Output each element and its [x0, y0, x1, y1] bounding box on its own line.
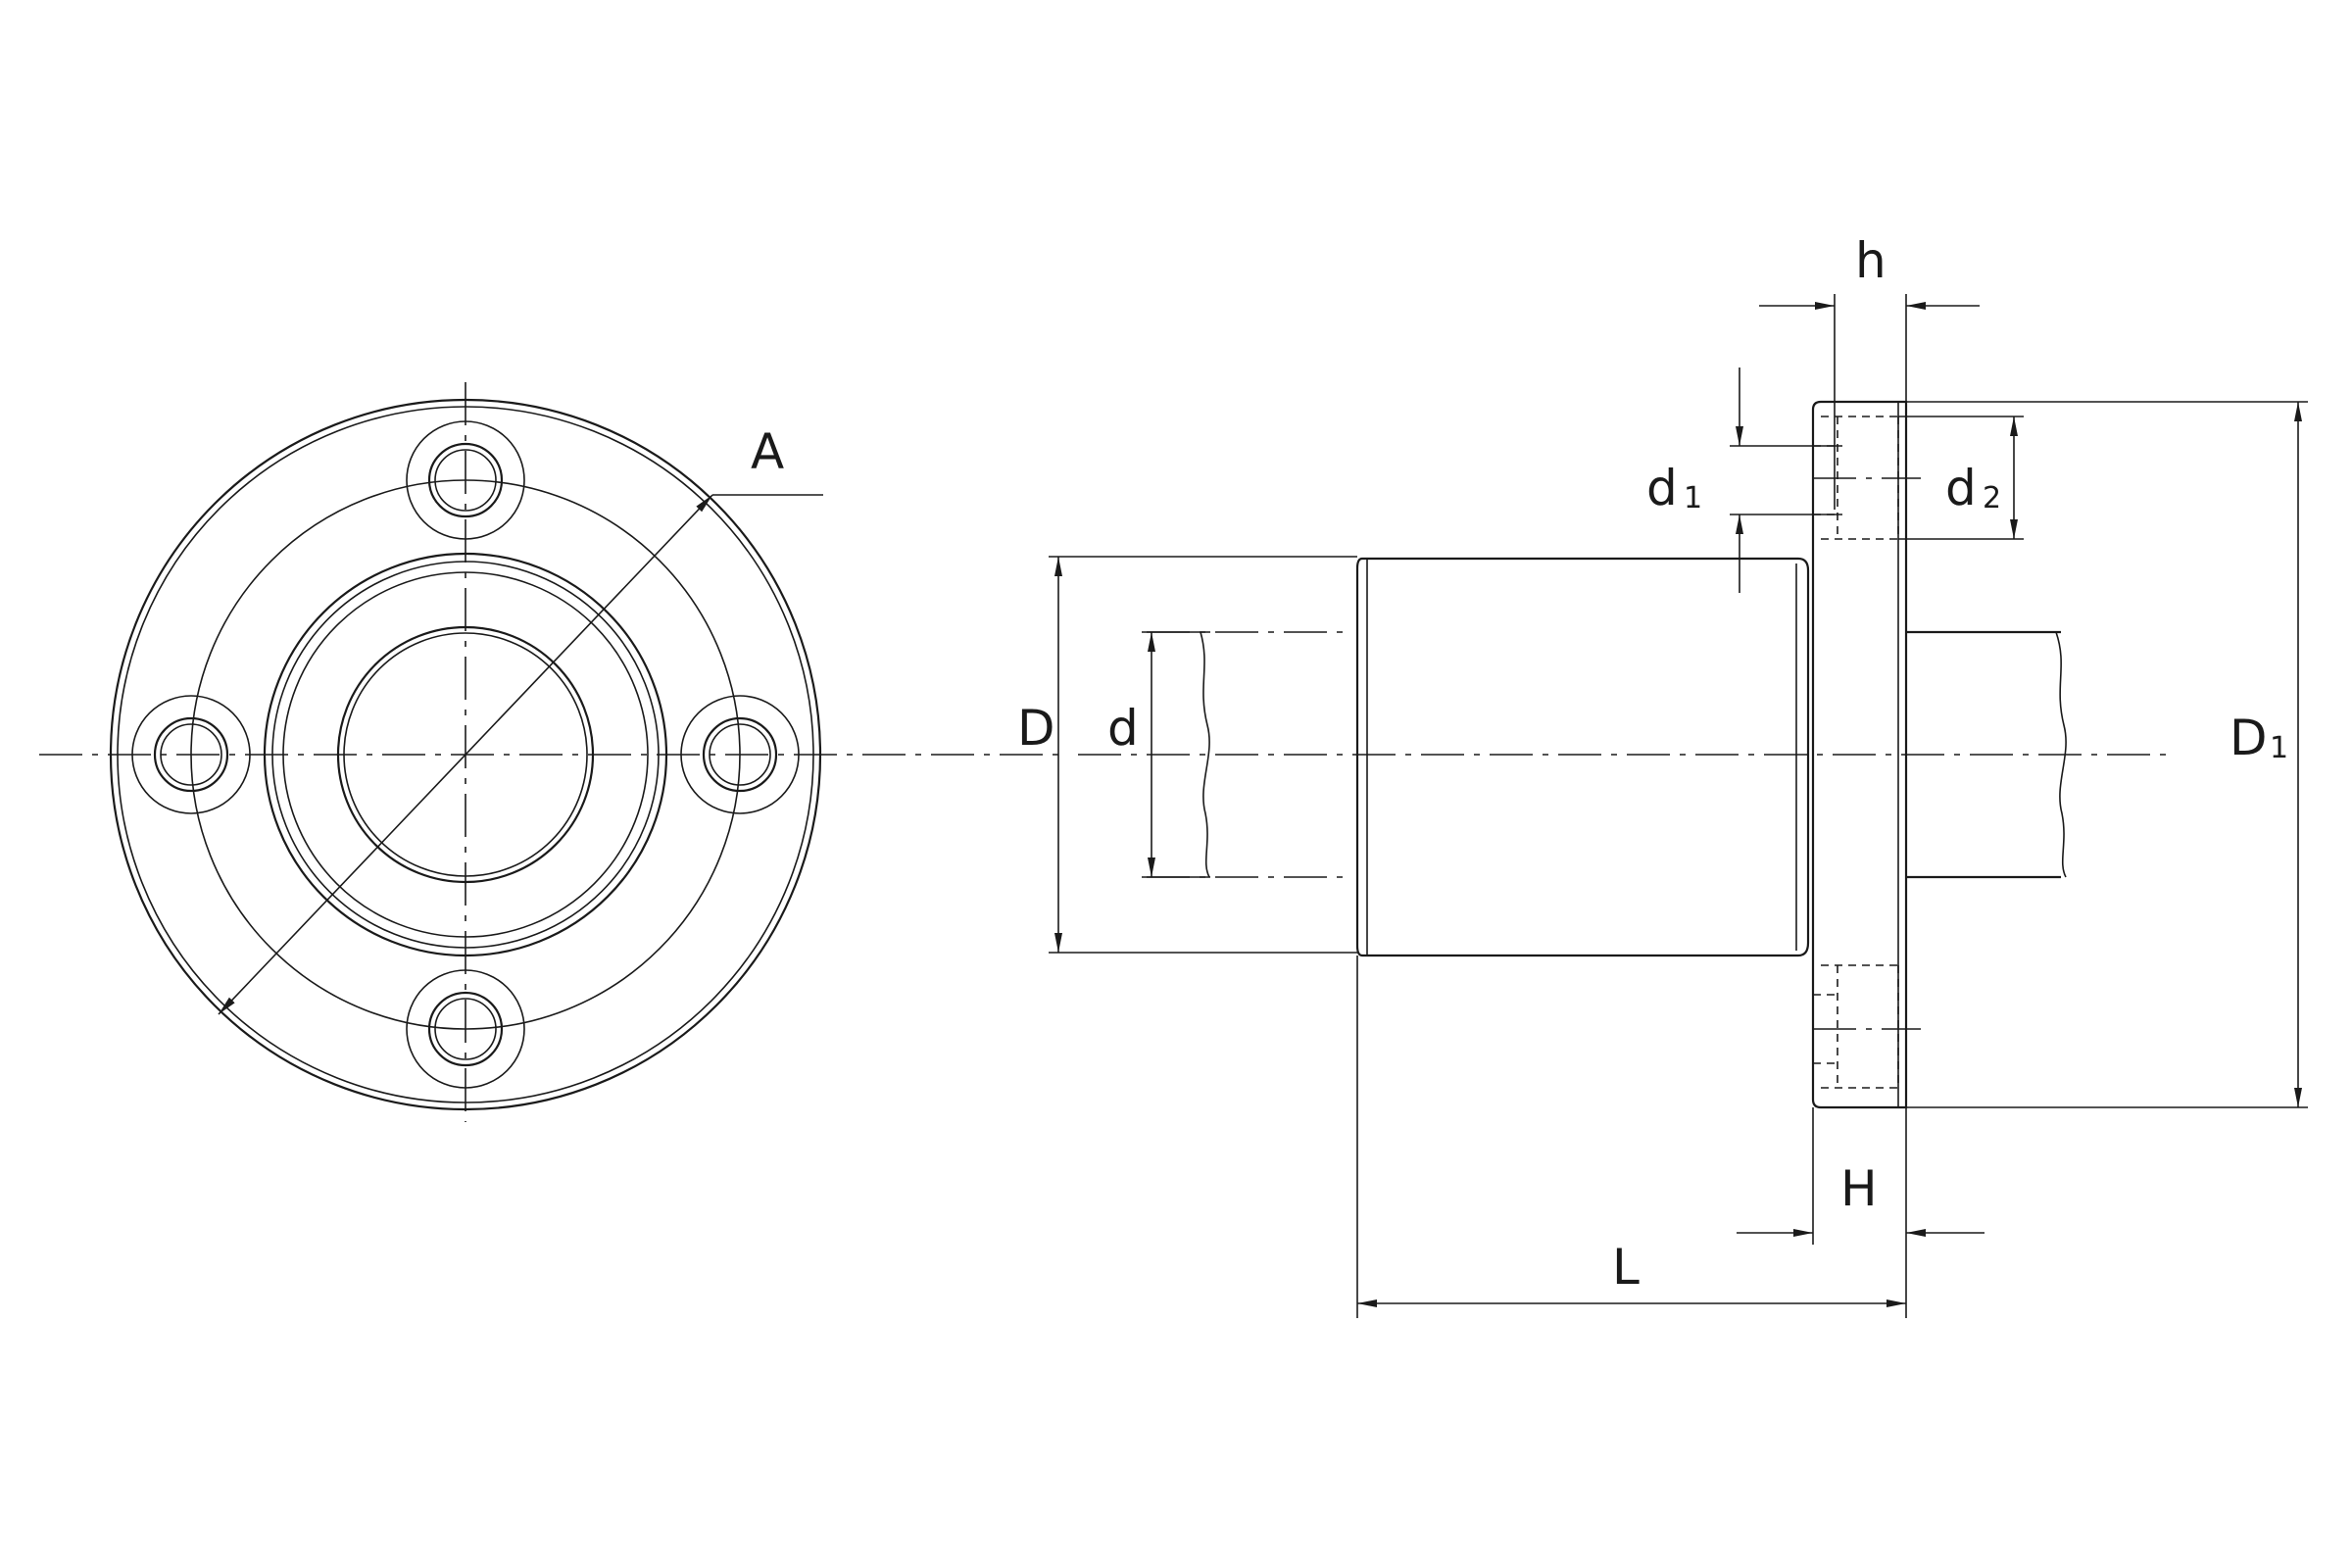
label-big-d1: D [2230, 710, 2268, 766]
label-d1-subscript: 1 [1684, 481, 1702, 515]
dimension-a-line [218, 494, 713, 1015]
label-big-d1-subscript: 1 [2270, 731, 2288, 765]
label-d2-subscript: 2 [1983, 481, 2001, 515]
side-view: D d d 1 d 2 D 1 h [1017, 232, 2308, 1318]
label-d-bore: d [1107, 700, 1139, 757]
shaft-left-break-line [1200, 631, 1210, 878]
label-a: A [751, 423, 784, 480]
flange-outer-chamfer [117, 406, 814, 1103]
label-big-h: H [1840, 1160, 1878, 1217]
label-h: h [1855, 232, 1886, 289]
front-view: A [39, 382, 1068, 1122]
label-d1: d [1646, 460, 1678, 516]
label-big-d1-main: D [2230, 710, 2268, 766]
label-d2-main: d [1945, 460, 1977, 516]
label-d-outer: D [1017, 700, 1055, 757]
flange-outline [1811, 400, 1908, 1109]
label-d2: d [1945, 460, 1977, 516]
counterbore-top-hidden [1813, 416, 1921, 540]
body-outline [1355, 557, 1810, 957]
flange-outer-circle [109, 398, 822, 1111]
label-l: L [1612, 1239, 1640, 1296]
bolt-pitch-circle [190, 479, 741, 1030]
label-d1-main: d [1646, 460, 1678, 516]
shaft-right-break-line [2055, 631, 2067, 878]
counterbore-bottom-hidden [1813, 964, 1921, 1089]
